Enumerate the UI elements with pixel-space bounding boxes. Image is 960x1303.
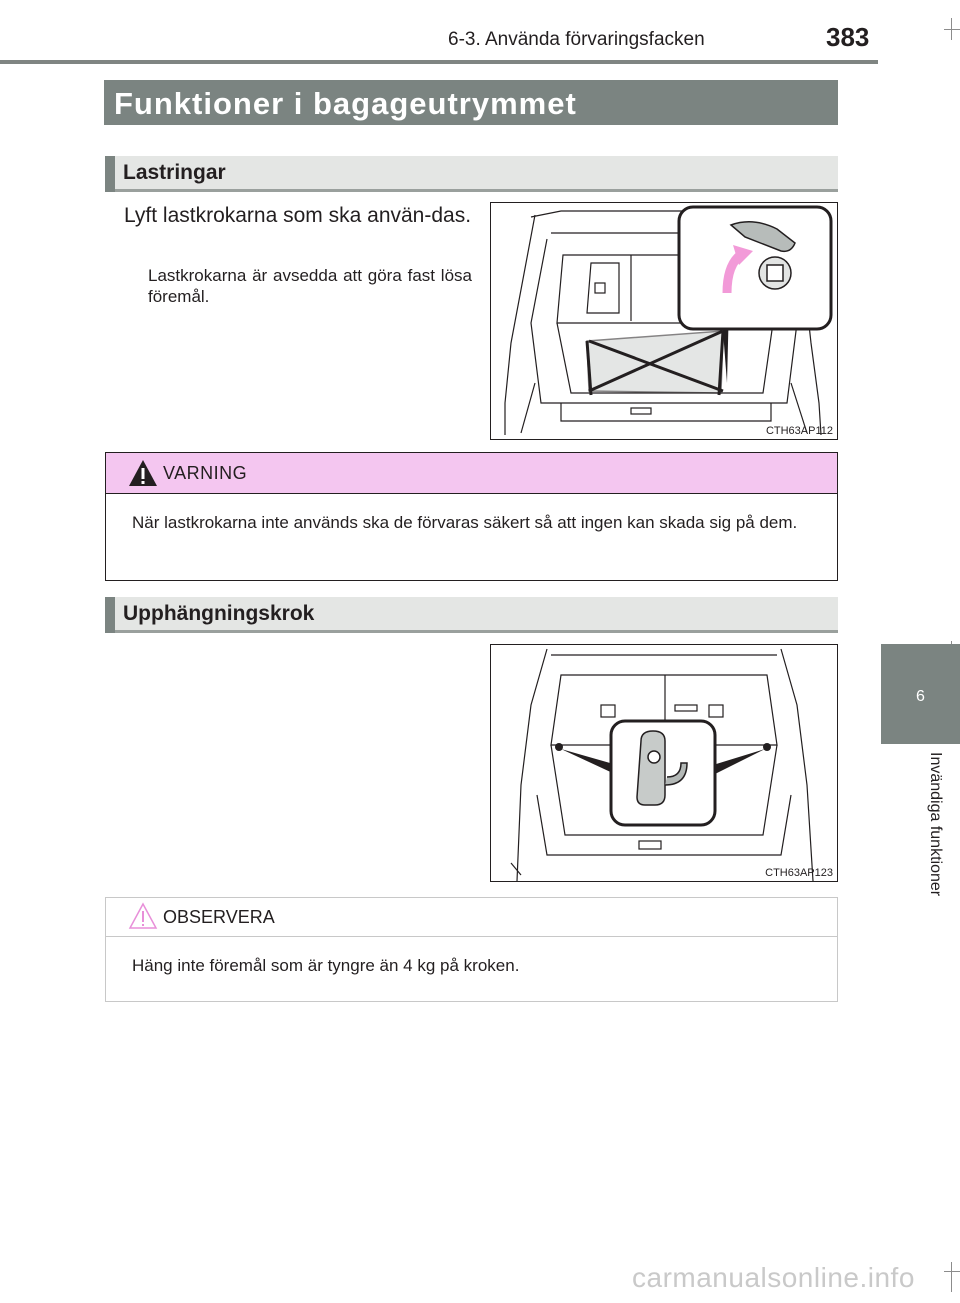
figure-code: CTH63AP112 — [765, 425, 833, 437]
warning-box: VARNING När lastkrokarna inte används sk… — [105, 452, 838, 581]
figure-hanging-hook: CTH63AP123 — [490, 644, 838, 882]
note-text: Lastkrokarna är avsedda att göra fast lö… — [148, 266, 472, 306]
warning-label: VARNING — [163, 463, 248, 483]
subheader-label: Lastringar — [123, 161, 226, 184]
watermark: carmanualsonline.info — [632, 1262, 915, 1293]
subheader-lastringar: Lastringar — [105, 156, 838, 192]
crop-mark — [944, 1271, 960, 1272]
notice-text: Häng inte föremål som är tyngre än 4 kg … — [132, 956, 520, 975]
instruction-text: Lyft lastkrokarna som ska använ-das. — [124, 204, 472, 227]
cargo-hooks-illustration — [504, 205, 833, 436]
chapter-number: 6 — [916, 688, 925, 705]
chapter-tab — [881, 644, 960, 744]
caution-triangle-icon — [128, 902, 158, 929]
notice-box: OBSERVERA Häng inte föremål som är tyngr… — [105, 897, 838, 1002]
page-number: 383 — [826, 22, 870, 52]
figure-code: CTH63AP123 — [765, 867, 833, 879]
notice-header: OBSERVERA — [106, 898, 837, 937]
subheader-upphangningskrok: Upphängningskrok — [105, 597, 838, 633]
page-title: Funktioner i bagageutrymmet — [114, 86, 577, 121]
subheader-accent — [105, 156, 115, 192]
crop-mark — [944, 29, 960, 30]
crop-mark — [951, 1262, 952, 1292]
section-reference: 6-3. Använda förvaringsfacken — [448, 29, 705, 50]
warning-triangle-icon — [129, 460, 157, 486]
header-rule — [0, 60, 878, 64]
chapter-label: Invändiga funktioner — [927, 752, 944, 897]
warning-text: När lastkrokarna inte används ska de för… — [132, 513, 798, 532]
warning-header: VARNING — [106, 453, 837, 494]
notice-label: OBSERVERA — [163, 907, 275, 927]
title-bar — [104, 80, 838, 125]
hanging-hook-illustration — [510, 648, 814, 881]
subheader-label: Upphängningskrok — [123, 602, 315, 625]
figure-cargo-hooks: CTH63AP112 — [490, 202, 838, 440]
subheader-accent — [105, 597, 115, 633]
